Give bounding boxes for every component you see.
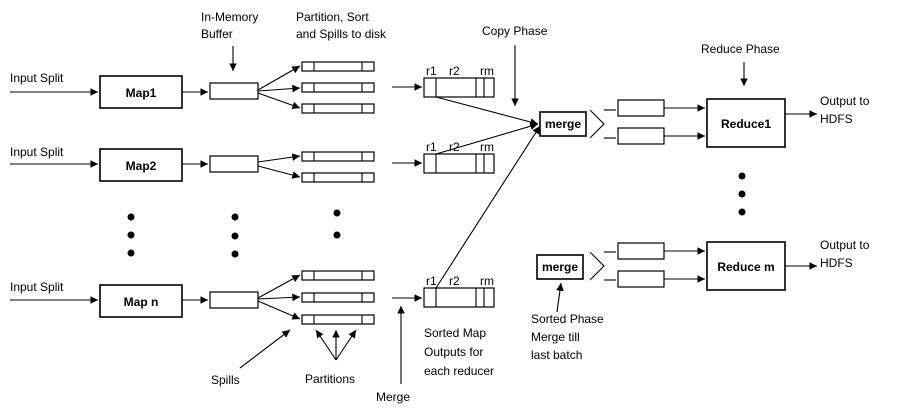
buffern-fan-mid (257, 293, 301, 302)
merge-label-top: merge (545, 117, 581, 131)
mapn-label: Map n (124, 295, 159, 309)
buffer1-fan-top (257, 65, 301, 91)
partitions-pointer (315, 329, 357, 361)
sorted-phase-line2: Merge till (531, 330, 580, 344)
buffer1-fan-bot (257, 92, 301, 110)
spills-label: Spills (211, 373, 240, 387)
r2-label-2: r2 (449, 140, 460, 154)
reducem-box (706, 241, 786, 291)
sorted-phase-pointer (556, 282, 564, 313)
output-hdfs-top-line2: HDFS (820, 112, 853, 126)
partition-sort-label-line2: and Spills to disk (296, 27, 387, 41)
r2-label-1: r2 (449, 64, 460, 78)
buffer-box-1 (209, 82, 259, 100)
buffer2-fan-bot (257, 165, 301, 179)
merged-run-box-mb (617, 270, 665, 288)
merge-label-bottom: merge (542, 260, 578, 274)
reduce-phase-label: Reduce Phase (701, 42, 780, 56)
input-split-label-1: Input Split (10, 71, 64, 85)
rm-label-1: rm (480, 64, 494, 78)
r1-label-2: r1 (426, 140, 437, 154)
merge-top-bracket (589, 109, 605, 139)
output-hdfs-bottom-line2: HDFS (820, 256, 853, 270)
output-hdfs-bottom-line1: Output to (820, 238, 870, 252)
rm-label-n: rm (480, 274, 494, 288)
copy-phase-label: Copy Phase (482, 24, 548, 38)
buffern-fan-top (257, 274, 301, 299)
map-output-file-1 (423, 77, 495, 98)
buffern-fan-bot (257, 300, 301, 320)
partition-group-n (301, 270, 375, 325)
buffer1-fan-mid (257, 84, 301, 93)
map-output-file-2 (423, 153, 495, 174)
merged-run-box-1b (617, 127, 665, 145)
map1-label: Map1 (126, 86, 157, 100)
mapn-box (99, 284, 183, 318)
merged-run-box-ma (617, 242, 665, 260)
partition-sort-label-line1: Partition, Sort (296, 10, 369, 24)
r1-label-1: r1 (426, 64, 437, 78)
sorted-phase-line3: last batch (531, 348, 582, 362)
input-split-label-n: Input Split (10, 280, 64, 294)
map2-label: Map2 (126, 159, 157, 173)
partition-group-2 (301, 151, 375, 183)
sorted-map-outputs-line1: Sorted Map (424, 326, 486, 340)
output2-to-merge-arrow (435, 122, 539, 155)
merged-run-box-1a (617, 99, 665, 117)
spills-pointer (239, 329, 291, 369)
sorted-phase-line1: Sorted Phase (531, 312, 604, 326)
in-memory-buffer-label-line1: In-Memory (201, 10, 258, 24)
partitions-label: Partitions (305, 372, 355, 386)
buffer-box-2 (209, 155, 259, 173)
partition-group-1 (301, 61, 375, 114)
merge-box-bottom (536, 254, 584, 280)
merge-bottom-bracket (589, 251, 605, 281)
buffer2-fan-top (257, 153, 301, 163)
reducem-label: Reduce m (717, 260, 774, 274)
map2-box (99, 148, 183, 182)
sorted-map-outputs-line2: Outputs for (424, 345, 483, 359)
sorted-map-outputs-line3: each reducer (424, 364, 494, 378)
output1-to-merge-arrow (435, 96, 539, 126)
input-split-label-2: Input Split (10, 145, 64, 159)
output-hdfs-top-line1: Output to (820, 94, 870, 108)
r1-label-n: r1 (426, 274, 437, 288)
reduce1-label: Reduce1 (721, 117, 771, 131)
merge-box-top (539, 111, 587, 137)
in-memory-buffer-label-line2: Buffer (201, 27, 233, 41)
buffer-box-n (209, 291, 259, 309)
map-output-file-n (423, 287, 495, 308)
merge-annotation-label: Merge (376, 390, 410, 404)
rm-label-2: rm (480, 140, 494, 154)
r2-label-n: r2 (449, 274, 460, 288)
outputn-to-merge-arrow (435, 125, 541, 289)
reduce1-box (706, 98, 786, 148)
ellipsis-dots (127, 172, 746, 258)
